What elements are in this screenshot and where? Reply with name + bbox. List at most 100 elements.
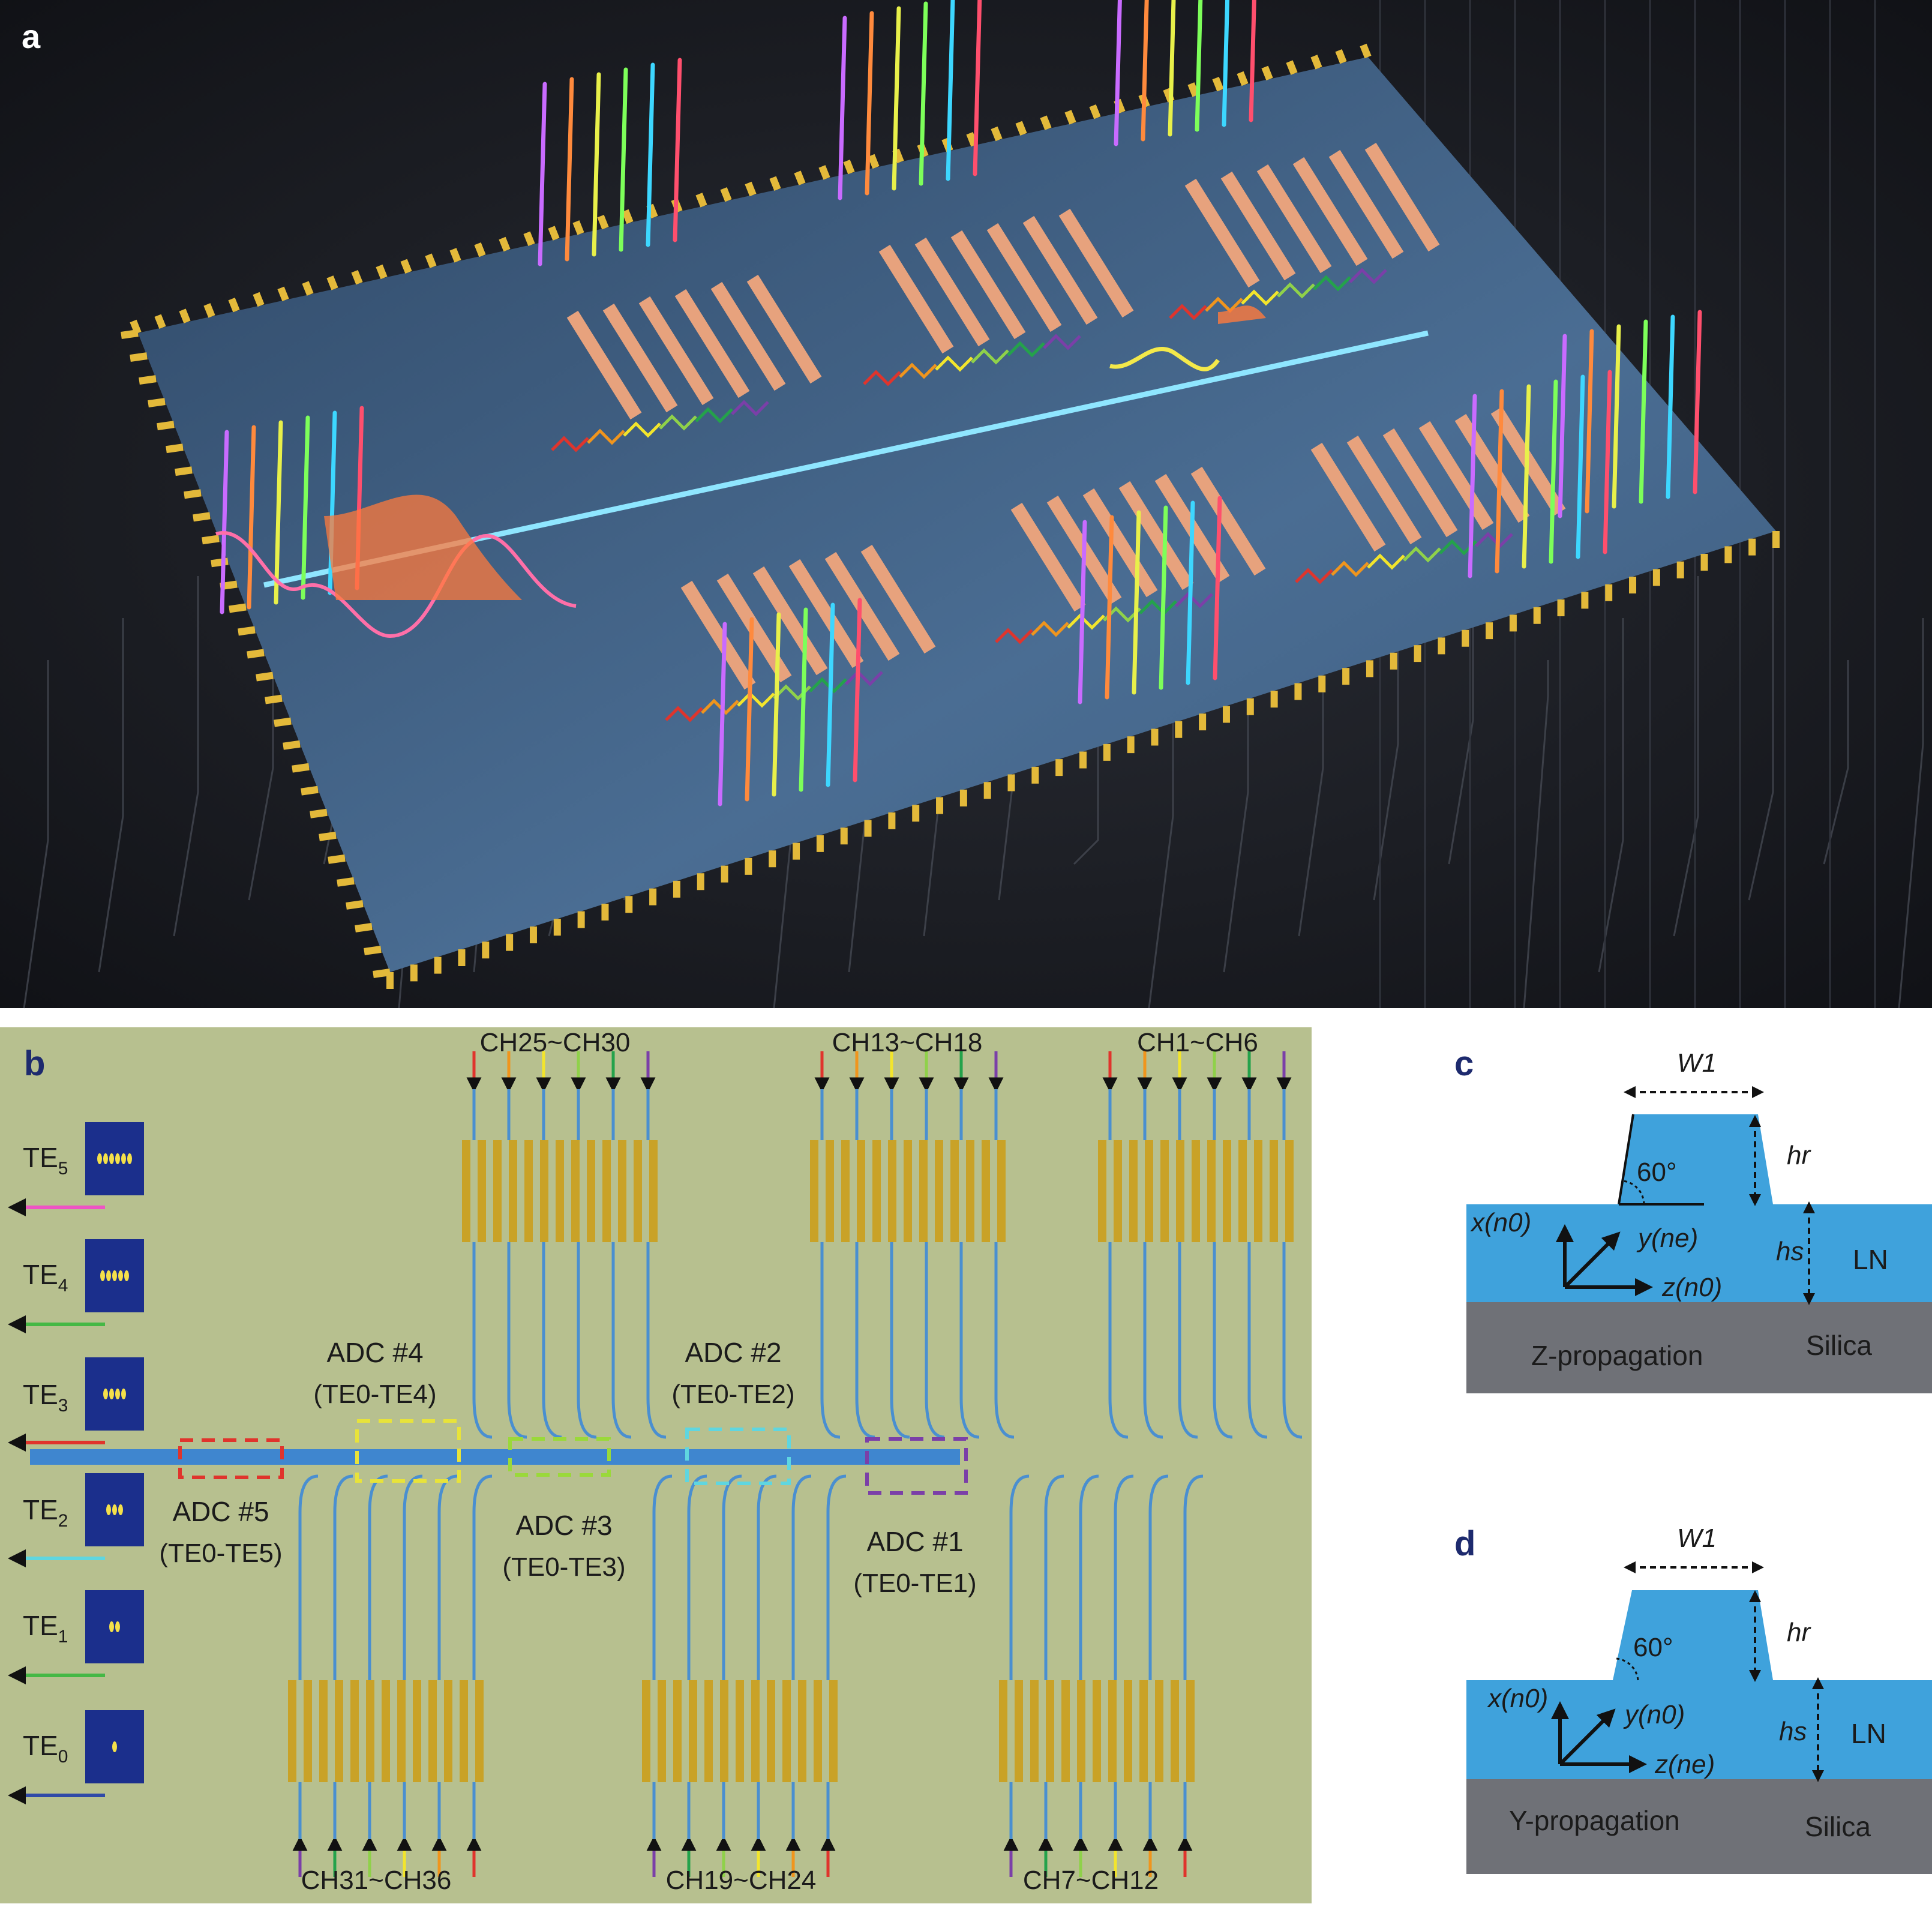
chip-pin (1261, 65, 1273, 81)
channel-group-bottom-2: CH19~CH24 (666, 1866, 817, 1895)
waveguide-arm (890, 1089, 910, 1439)
electrode-strip (1270, 1140, 1278, 1242)
svg-text:TE4: TE4 (23, 1259, 68, 1296)
waveguide-arm (577, 1089, 597, 1439)
mode-lobe (112, 1504, 117, 1515)
angle-label-c: 60° (1637, 1158, 1677, 1187)
chip-pin (346, 899, 364, 910)
chip-pin (843, 159, 855, 175)
waveguide-arm (298, 1474, 319, 1839)
chip-pin (265, 694, 283, 704)
chip-pin (121, 329, 139, 339)
chip-pin (253, 292, 265, 307)
adc-box (685, 1428, 791, 1485)
mode-lobe (103, 1153, 108, 1164)
mode-te1-base: TE (23, 1610, 58, 1641)
ln-ridge-d (1613, 1590, 1773, 1680)
mode-legend: TE5 TE4 TE3 TE2 TE1 TE0 (7, 1122, 144, 1804)
chip-pin (256, 671, 274, 682)
chip-pin (184, 489, 202, 499)
electrode-strip (493, 1140, 502, 1242)
mode-te3-sub: 3 (58, 1396, 68, 1416)
modulator (1418, 421, 1494, 530)
electrode-strip (1160, 1140, 1169, 1242)
modulator (1292, 157, 1368, 266)
chip-pin (868, 154, 880, 169)
channel-beam (826, 602, 835, 787)
fundamental-mode-pulse (324, 494, 522, 600)
channel-beam (220, 430, 229, 614)
channel-beam (592, 72, 601, 257)
chip-pin (302, 281, 314, 296)
phase-shifter (587, 428, 625, 445)
modulator (674, 289, 750, 398)
modulator-group (642, 1474, 847, 1877)
electrode-strip (524, 1140, 533, 1242)
mode-lobe (109, 1621, 114, 1632)
phase-shifter (1031, 620, 1069, 637)
phase-shifter (995, 628, 1033, 644)
channel-beam (838, 16, 847, 200)
modulator (914, 237, 990, 347)
phase-shifter (845, 670, 883, 686)
chip-pin (474, 242, 486, 257)
electrode-strip (826, 1140, 834, 1242)
electrode-strip (460, 1680, 468, 1782)
phase-shifter (1241, 289, 1279, 306)
electrode-strip (587, 1140, 595, 1242)
mode-lobe (115, 1153, 120, 1164)
chip-pin (319, 831, 337, 841)
adc1-mode: (TE0-TE1) (853, 1569, 976, 1598)
chip-pin (373, 969, 391, 978)
channel-beam (247, 425, 256, 610)
modulator (1010, 502, 1086, 612)
electrode-strip (1145, 1140, 1153, 1242)
channel-beam (565, 77, 574, 262)
channel-beam (1186, 500, 1195, 685)
electrode-strip (658, 1680, 666, 1782)
waveguide-arm (1044, 1474, 1064, 1839)
modulator (602, 303, 678, 413)
electrode-strip (509, 1140, 517, 1242)
modulator (566, 310, 642, 420)
electrode-strip (1139, 1680, 1148, 1782)
chip-pin (449, 248, 461, 263)
svg-text:TE3: TE3 (23, 1379, 68, 1416)
electrode-strip (350, 1680, 359, 1782)
chip-pin (597, 214, 609, 230)
angle-arc-c (1622, 1180, 1645, 1205)
chip-pin (202, 535, 220, 545)
chip-pin (745, 181, 757, 197)
film-label-c: LN (1853, 1244, 1888, 1275)
mode-profile-thumbnail (85, 1122, 144, 1195)
mode-te0: TE0 (23, 1730, 68, 1767)
axis-y-d: y(n0) (1623, 1700, 1685, 1729)
phase-shifter (623, 421, 661, 438)
electrode-strip (382, 1680, 390, 1782)
pulse-right-1 (1109, 347, 1220, 371)
electrode-strip (444, 1680, 452, 1782)
chip-pin (364, 946, 382, 955)
mode-lobe (118, 1270, 123, 1281)
electrode-strip (649, 1140, 658, 1242)
electrode-strip (950, 1140, 959, 1242)
phase-shifter (665, 706, 703, 722)
panel-c: c 60° W1 hr hs LN x(n0) y(ne) z(n0) Z-pr… (1454, 1044, 1932, 1393)
silica-substrate-d (1466, 1779, 1932, 1874)
adc-box (178, 1438, 284, 1479)
electrode-strip (935, 1140, 943, 1242)
adc2-label: ADC #2 (685, 1337, 781, 1368)
waveguide-arm (820, 1089, 841, 1439)
electrode-strip (1186, 1680, 1195, 1782)
electrode-strip (1077, 1680, 1085, 1782)
multimode-wave (215, 530, 577, 638)
waveguide-arm (1178, 1089, 1198, 1439)
adc1-label: ADC #1 (866, 1526, 963, 1557)
chip-pin (1064, 110, 1076, 125)
electrode-strip (841, 1140, 850, 1242)
phase-shifter (731, 400, 769, 416)
adc3-label: ADC #3 (515, 1510, 612, 1541)
modulator (1256, 164, 1332, 274)
electrode-strip (689, 1680, 697, 1782)
modulator (746, 274, 822, 384)
